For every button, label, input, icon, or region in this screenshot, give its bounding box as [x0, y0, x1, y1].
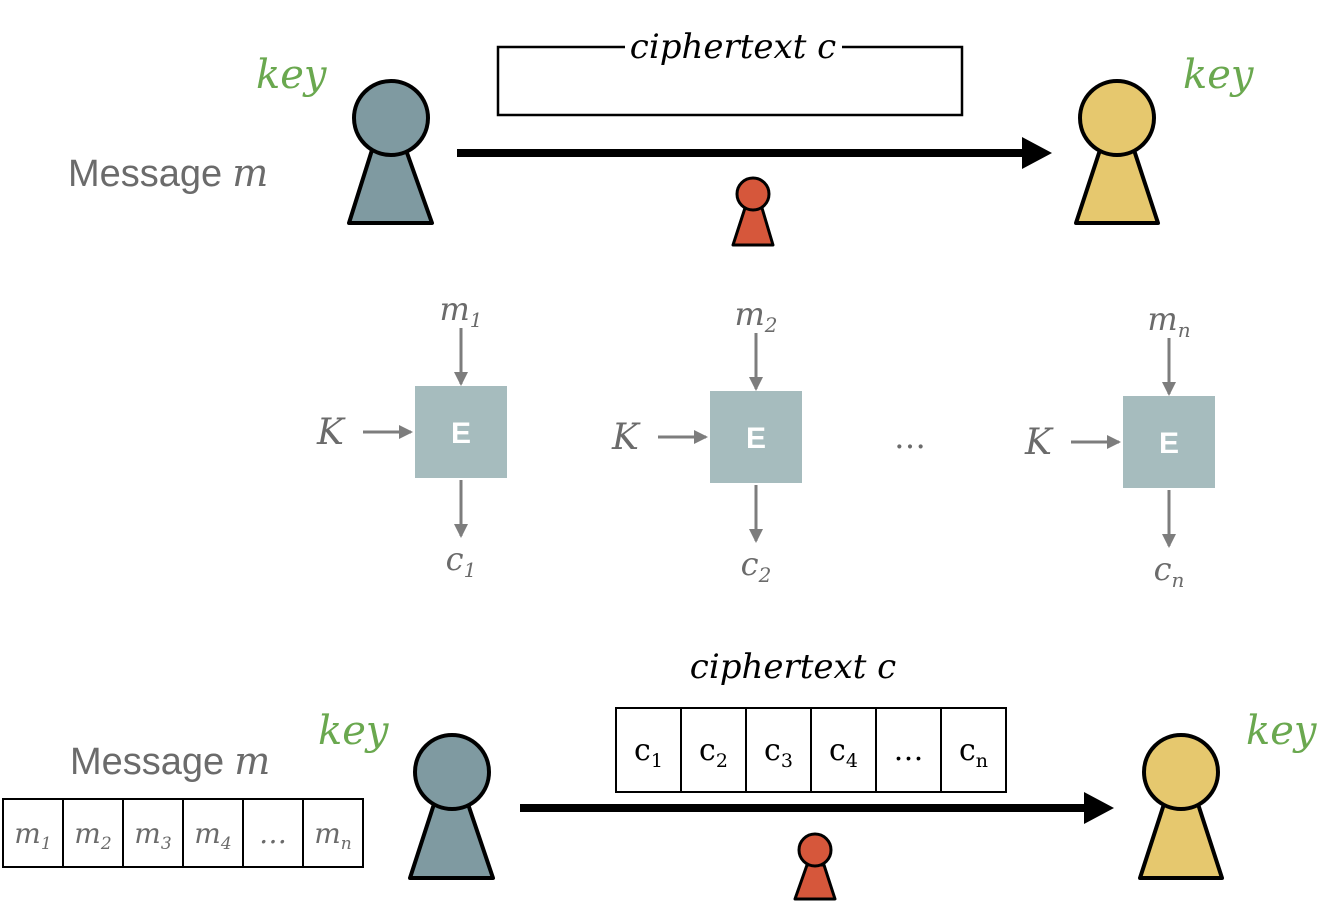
key-input-label: K [1024, 422, 1054, 463]
bottom-eavesdropper-pawn-icon [793, 832, 837, 901]
message-cell-label: … [259, 817, 287, 850]
ciphertext-cell: cn [940, 707, 1007, 793]
bottom-receiver-pawn-icon [1138, 733, 1224, 880]
message-cell: mn [302, 798, 364, 868]
ciphertext-cell-border [615, 707, 682, 793]
message-cell-border [242, 798, 304, 868]
message-cell-label: m2 [74, 817, 111, 854]
message-cell-label: m4 [194, 817, 231, 854]
message-cell-border [62, 798, 124, 868]
bottom-transmission-arrowhead [1084, 792, 1114, 824]
top-ciphertext-box: ciphertext c [496, 27, 964, 117]
message-cell-label: m3 [134, 817, 171, 854]
ciphertext-cell-border [940, 707, 1007, 793]
ciphertext-cell: … [875, 707, 942, 793]
encryption-block-2: m2E Kc2 [611, 295, 802, 587]
ciphertext-cell-label: … [894, 733, 924, 768]
top-transmission-arrowhead [1022, 137, 1052, 169]
message-cell-label: mn [314, 817, 352, 854]
plaintext-block-label: mn [1147, 300, 1190, 342]
ciphertext-cell-border [810, 707, 877, 793]
ciphertext-cell-border [875, 707, 942, 793]
message-cell: m4 [182, 798, 244, 868]
ciphertext-cell: c2 [680, 707, 747, 793]
ciphertext-cell-label: c4 [829, 733, 858, 772]
encryption-box [710, 391, 802, 483]
bottom-sender-pawn-icon [408, 733, 495, 880]
ciphertext-cell: c3 [745, 707, 812, 793]
message-cell: m1 [2, 798, 64, 868]
top-key-left-label: key [256, 52, 328, 98]
ciphertext-cell-label: c1 [634, 733, 663, 772]
encryption-box [415, 386, 507, 478]
message-cell-border [2, 798, 64, 868]
message-cell-border [182, 798, 244, 868]
message-cell: … [242, 798, 304, 868]
encryption-box [1123, 396, 1215, 488]
encryption-block-3: mnE Kcn [1024, 300, 1215, 592]
message-cell: m2 [62, 798, 124, 868]
middle-ellipsis: … [894, 418, 926, 456]
ciphertext-cell: c1 [615, 707, 682, 793]
bottom-key-right-label: key [1246, 708, 1318, 754]
top-ciphertext-label: ciphertext c [630, 27, 836, 67]
message-cell-border [302, 798, 364, 868]
plaintext-block-label: m2 [734, 295, 777, 337]
message-cell-border [122, 798, 184, 868]
ciphertext-cell-label: c3 [764, 733, 793, 772]
ciphertext-cell-label: cn [959, 733, 988, 772]
bottom-key-left-label: key [318, 708, 390, 754]
encryption-box-label: E [451, 417, 471, 450]
middle-section: m1E Kc1 m2E Kc2 mnE Kcn … [316, 290, 1215, 592]
encryption-box-label: E [1159, 427, 1179, 460]
message-cell-label: m1 [14, 817, 51, 854]
encryption-box-label: E [746, 422, 766, 455]
ciphertext-cell: c4 [810, 707, 877, 793]
ciphertext-block-label: cn [1154, 550, 1185, 592]
top-receiver-pawn-icon [1074, 79, 1160, 225]
bottom-ciphertext-label: ciphertext c [690, 647, 896, 687]
ciphertext-block-label: c1 [446, 540, 477, 582]
top-sender-pawn-icon [347, 79, 434, 225]
bottom-message-blocks: m1 m2 m3 m4 … mn [2, 798, 364, 868]
ciphertext-block-label: c2 [741, 545, 772, 587]
bottom-ciphertext-blocks: c1 c2 c3 c4 … cn [615, 707, 1007, 793]
message-cell: m3 [122, 798, 184, 868]
encryption-block-1: m1E Kc1 [316, 290, 507, 582]
ciphertext-cell-label: c2 [699, 733, 728, 772]
plaintext-block-label: m1 [439, 290, 482, 332]
top-key-right-label: key [1183, 52, 1255, 98]
key-input-label: K [316, 412, 346, 453]
top-eavesdropper-pawn-icon [731, 176, 775, 247]
key-input-label: K [611, 417, 641, 458]
